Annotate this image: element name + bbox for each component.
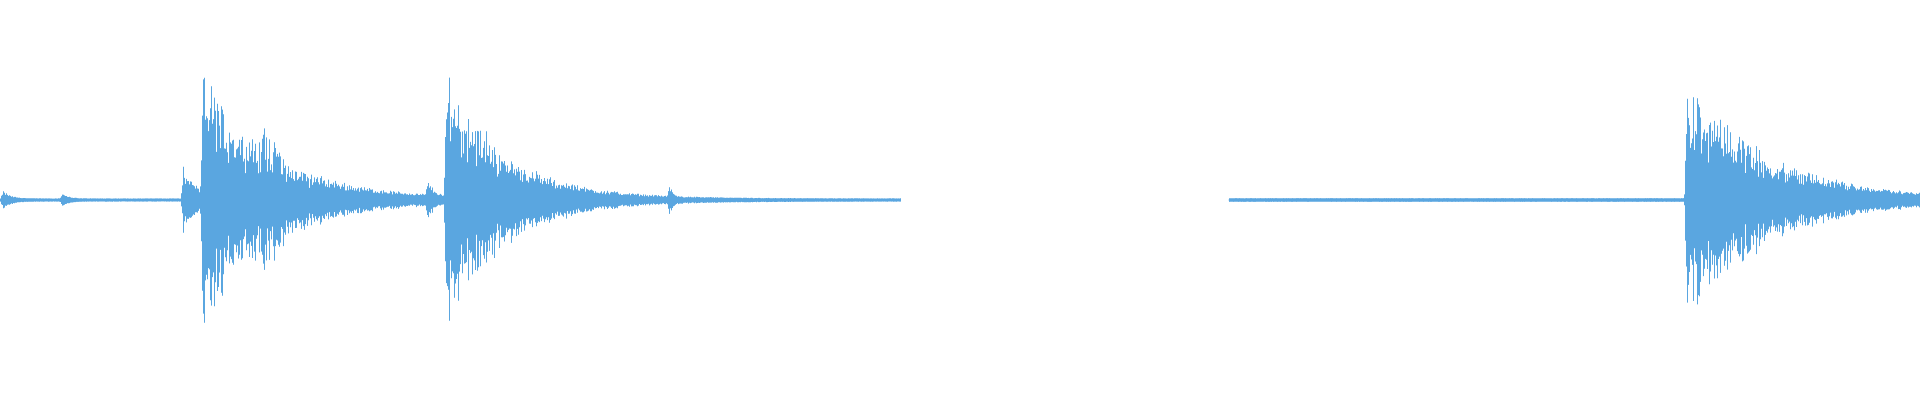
waveform-samples [0, 77, 1920, 323]
